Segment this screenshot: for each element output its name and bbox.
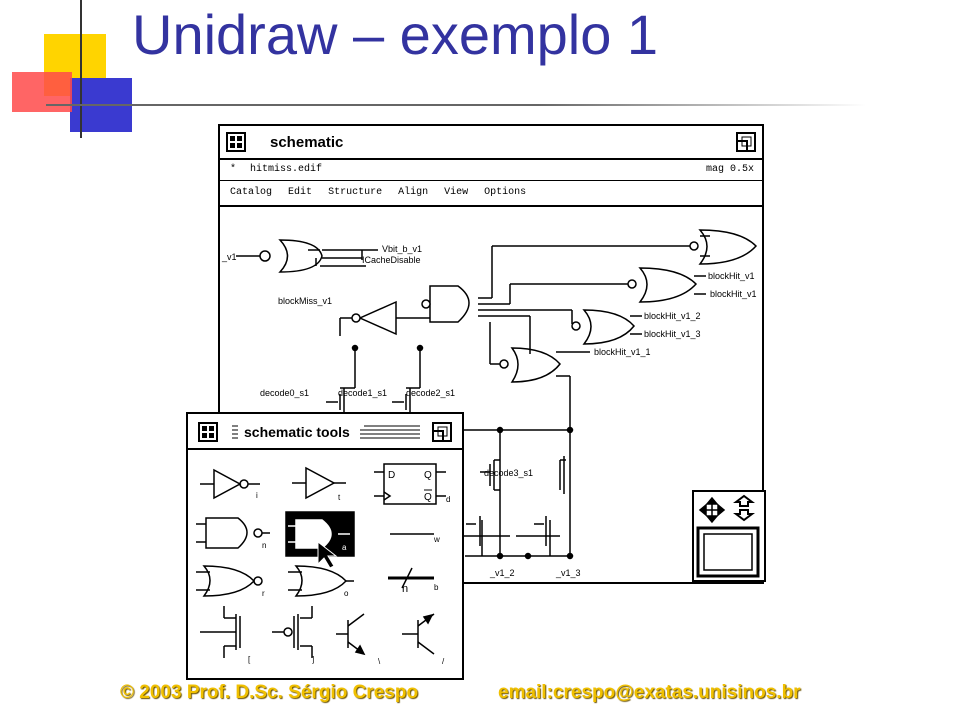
schematic-title-bar[interactable]: schematic bbox=[220, 126, 762, 160]
tools-palette-drawing: D Q Q n i t d n a w r o b [ ] \ / bbox=[196, 463, 450, 666]
window-menu-icon[interactable] bbox=[226, 132, 246, 152]
schematic-tools-window[interactable]: schematic tools bbox=[186, 412, 464, 680]
tool-key-npn: \ bbox=[378, 657, 381, 666]
label-blockhit-2: blockHit_v1_2 bbox=[644, 311, 701, 321]
tool-key-a: a bbox=[342, 543, 347, 552]
window-resize-icon[interactable] bbox=[736, 132, 756, 152]
tool-key-d: d bbox=[446, 495, 450, 504]
label-blockmiss: blockMiss_v1 bbox=[278, 296, 332, 306]
label-blockhit-b: blockHit_v1 bbox=[710, 289, 757, 299]
tool-key-pnp: / bbox=[442, 657, 445, 666]
label-blockhit-1: blockHit_v1_1 bbox=[594, 347, 651, 357]
label-v1: _v1 bbox=[221, 252, 237, 262]
label-decode0: decode0_s1 bbox=[260, 388, 309, 398]
label-icachedisable: ICacheDisable bbox=[362, 255, 421, 265]
panner-drawing bbox=[696, 494, 760, 578]
label-vbit: Vbit_b_v1 bbox=[382, 244, 422, 254]
bus-label: n bbox=[402, 583, 408, 595]
tool-inverter[interactable] bbox=[200, 468, 260, 500]
tool-key-o: o bbox=[344, 589, 349, 598]
tool-npn[interactable] bbox=[336, 613, 366, 656]
tool-key-r: r bbox=[262, 589, 265, 598]
tool-pnp[interactable] bbox=[402, 613, 435, 655]
label-blockhit-3: blockHit_v1_3 bbox=[644, 329, 701, 339]
tool-key-b: b bbox=[434, 583, 439, 592]
tool-pmos[interactable] bbox=[272, 606, 313, 658]
file-info-bar: * hitmiss.edif mag 0.5x bbox=[220, 160, 762, 181]
tool-key-t: t bbox=[338, 493, 341, 502]
menu-structure[interactable]: Structure bbox=[328, 187, 383, 198]
schematic-drawing: _v1 Vbit_b_v1 ICacheDisable blockMiss_v1… bbox=[221, 229, 758, 578]
decor-red-square bbox=[12, 72, 72, 112]
menu-catalog[interactable]: Catalog bbox=[230, 187, 273, 198]
footer-email[interactable]: email:crespo@exatas.unisinos.br bbox=[498, 682, 801, 703]
decor-horizontal-line bbox=[46, 104, 866, 106]
tool-nor[interactable] bbox=[196, 565, 263, 597]
ff-pin-d: D bbox=[388, 470, 395, 481]
label-blockhit-a: blockHit_v1 bbox=[708, 271, 755, 281]
slide-title: Unidraw – exemplo 1 bbox=[132, 3, 659, 66]
ff-pin-qbar: Q bbox=[424, 492, 432, 503]
tool-key-pmos: ] bbox=[312, 655, 314, 664]
label-bottom-v1-2: _v1_2 bbox=[489, 568, 515, 578]
tools-window-title: schematic tools bbox=[242, 424, 352, 440]
file-name: hitmiss.edif bbox=[250, 164, 323, 175]
tool-key-w: w bbox=[433, 535, 440, 544]
decor-vertical-line bbox=[80, 0, 82, 138]
tools-palette: D Q Q n i t d n a w r o b [ ] \ / bbox=[188, 450, 462, 678]
tool-key-nmos: [ bbox=[248, 655, 251, 664]
label-decode2: decode2_s1 bbox=[406, 388, 455, 398]
menu-options[interactable]: Options bbox=[484, 187, 527, 198]
tools-title-decor bbox=[232, 425, 420, 439]
tool-and[interactable] bbox=[285, 511, 355, 569]
magnification-readout: mag 0.5x bbox=[705, 164, 754, 175]
menu-edit[interactable]: Edit bbox=[288, 187, 313, 198]
schematic-window-title: schematic bbox=[270, 134, 344, 151]
footer-copyright: © 2003 Prof. D.Sc. Sérgio Crespo bbox=[120, 682, 419, 703]
label-bottom-v1-3: _v1_3 bbox=[555, 568, 581, 578]
panner-control[interactable] bbox=[692, 490, 766, 582]
ff-pin-q: Q bbox=[424, 470, 432, 481]
menu-view[interactable]: View bbox=[444, 187, 469, 198]
tool-buffer[interactable] bbox=[292, 466, 346, 500]
tools-menu-icon[interactable] bbox=[198, 422, 218, 442]
schematic-canvas[interactable]: _v1 Vbit_b_v1 ICacheDisable blockMiss_v1… bbox=[220, 207, 762, 582]
tools-resize-icon[interactable] bbox=[432, 422, 452, 442]
tools-title-bar[interactable]: schematic tools bbox=[188, 414, 462, 450]
tool-bus[interactable] bbox=[388, 567, 434, 589]
tool-nand[interactable] bbox=[196, 517, 270, 549]
tool-key-i: i bbox=[256, 491, 258, 500]
tool-key-n: n bbox=[262, 541, 266, 550]
modified-marker: * bbox=[230, 164, 237, 175]
label-decode1: decode1_s1 bbox=[338, 388, 387, 398]
menu-align[interactable]: Align bbox=[398, 187, 429, 198]
tool-or[interactable] bbox=[288, 565, 354, 597]
tool-flip-flop[interactable] bbox=[374, 463, 446, 505]
label-decode3: decode3_s1 bbox=[484, 468, 533, 478]
menu-bar: Catalog Edit Structure Align View Option… bbox=[220, 181, 762, 207]
tool-nmos[interactable] bbox=[200, 606, 241, 658]
